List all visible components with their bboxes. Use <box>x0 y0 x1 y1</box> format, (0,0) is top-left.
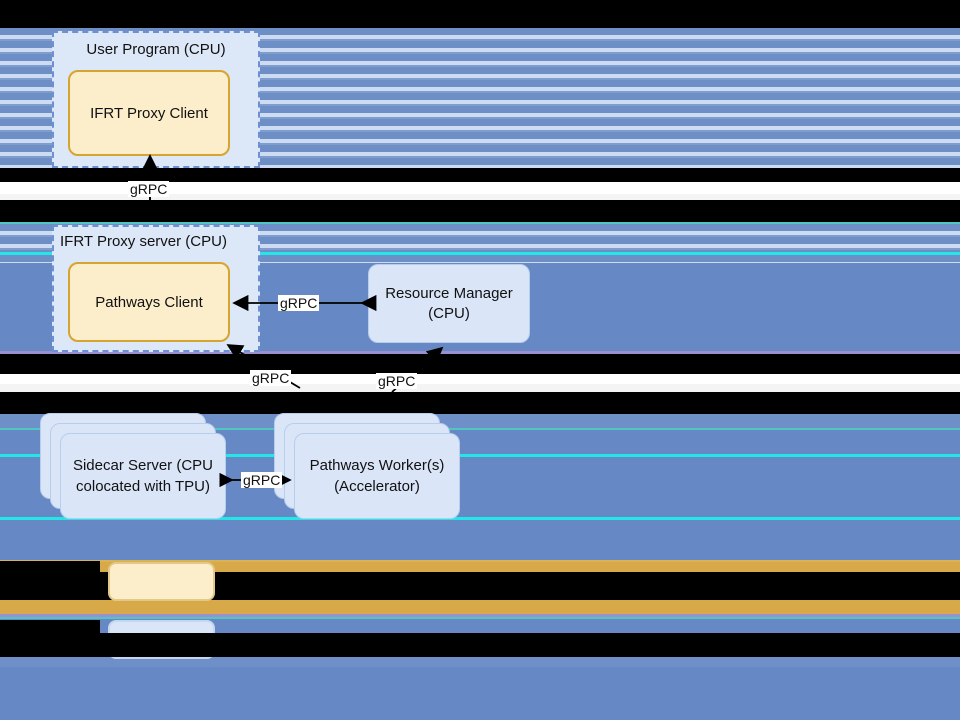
corruption-band <box>0 561 100 572</box>
corruption-band <box>0 614 960 617</box>
corruption-band <box>0 168 960 182</box>
corruption-band <box>0 620 100 636</box>
zone-user-program-label: User Program (CPU) <box>86 41 226 58</box>
edge-label-sidecar-pathwaysclient: gRPC <box>250 370 292 386</box>
node-sidecar-server[interactable] <box>60 433 226 519</box>
node-ifrt-proxy-client[interactable]: IFRT Proxy Client <box>68 70 230 156</box>
node-resource-manager-line1: Resource Manager <box>385 284 513 302</box>
edge-label-client-to-server: gRPC <box>128 181 170 197</box>
corruption-band <box>0 619 960 633</box>
node-pathways-workers-label: Pathways Worker(s) (Accelerator) <box>294 433 460 519</box>
node-pathways-client-label: Pathways Client <box>95 293 203 311</box>
corruption-band <box>0 667 960 720</box>
corruption-band <box>0 351 960 354</box>
corruption-band <box>0 200 960 222</box>
node-pathways-workers-line2: (Accelerator) <box>334 478 420 495</box>
node-pathways-client[interactable]: Pathways Client <box>68 262 230 342</box>
node-pathways-workers-line1: Pathways Worker(s) <box>309 457 445 474</box>
corruption-band <box>0 517 960 520</box>
corruption-band <box>0 194 960 200</box>
node-pathways-workers[interactable] <box>294 433 460 519</box>
corruption-band <box>0 617 960 619</box>
zone-ifrt-proxy-server-label: IFRT Proxy server (CPU) <box>60 233 227 250</box>
edge-label-pathways-resource: gRPC <box>278 295 320 311</box>
corruption-band <box>0 384 960 392</box>
corruption-band <box>0 428 960 430</box>
corruption-band <box>0 0 960 28</box>
corruption-band <box>232 572 960 600</box>
corruption-band <box>0 374 960 384</box>
legend-swatch-yellow <box>108 562 215 601</box>
corruption-band <box>0 657 960 667</box>
corruption-band <box>0 255 960 263</box>
node-sidecar-server-line1: Sidecar Server (CPU <box>72 457 214 474</box>
node-ifrt-proxy-client-label: IFRT Proxy Client <box>90 104 208 122</box>
corruption-band <box>0 252 960 255</box>
corruption-band <box>0 182 960 194</box>
corruption-band <box>0 600 960 614</box>
node-sidecar-server-label: Sidecar Server (CPU colocated with TPU) <box>60 433 226 519</box>
edge-label-sidecar-workers: gRPC <box>241 472 283 488</box>
node-sidecar-server-line2: colocated with TPU) <box>76 478 210 495</box>
edge-label-workers-resource: gRPC <box>376 373 418 389</box>
node-resource-manager-line2: (CPU) <box>428 304 470 322</box>
corruption-band <box>0 454 960 457</box>
node-resource-manager[interactable]: Resource Manager (CPU) <box>368 264 530 343</box>
corruption-band <box>0 414 960 428</box>
corruption-band <box>0 222 960 224</box>
corruption-band <box>0 633 960 657</box>
corruption-band <box>0 560 960 562</box>
corruption-band <box>0 520 960 560</box>
corruption-band <box>0 392 960 414</box>
